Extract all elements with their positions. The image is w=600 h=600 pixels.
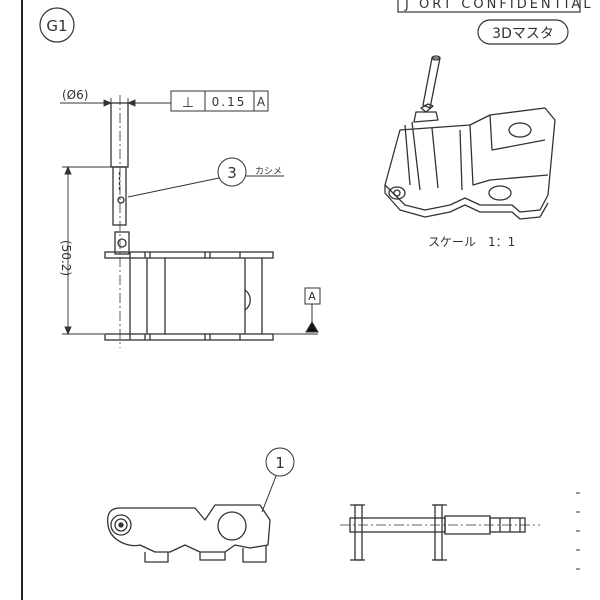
iso-hole-upper [508, 122, 532, 138]
iso-hole-left [388, 186, 406, 200]
balloon-3-number: 3 [227, 164, 237, 182]
tolerance-frame [148, 90, 269, 112]
confidential-banner-text: J ORT CONFIDENTIAL [404, 0, 594, 12]
confidential-banner: J ORT CONFIDENTIAL [397, 0, 594, 13]
diameter-dim-text: (Ø6) [62, 88, 88, 102]
bottom-view-hole [217, 511, 247, 541]
bottom-flange [104, 333, 274, 341]
datum-a [273, 287, 321, 335]
iso-hole-lower [488, 185, 512, 201]
datum-a-text: A [308, 290, 316, 303]
balloon-3-note: カシメ [255, 166, 282, 177]
tolerance-datum: A [257, 95, 266, 109]
pin-head [112, 166, 127, 226]
zone-label-text: G1 [46, 17, 67, 35]
balloon-1-number: 1 [275, 454, 285, 472]
model-badge: 3Dマスタ [477, 19, 569, 45]
top-flange [104, 251, 274, 259]
iso-pin [422, 57, 441, 109]
zone-label: G1 [39, 7, 75, 43]
balloon-3 [127, 157, 284, 198]
isometric-view [384, 55, 556, 220]
height-dimension [62, 165, 111, 336]
tolerance-value: 0.15 [212, 95, 247, 109]
right-margin-ticks [576, 492, 580, 570]
model-badge-text: 3Dマスタ [492, 26, 554, 42]
front-view [104, 95, 274, 348]
height-dim-text: (50.2) [59, 240, 73, 276]
pin-shaft [110, 102, 129, 168]
bottom-view [106, 504, 271, 563]
side-view [340, 504, 540, 561]
diameter-dimension [60, 98, 148, 110]
balloon-1 [261, 447, 295, 513]
scale-note: スケール 1：1 [428, 235, 515, 249]
tolerance-symbol: ⊥ [182, 95, 194, 111]
